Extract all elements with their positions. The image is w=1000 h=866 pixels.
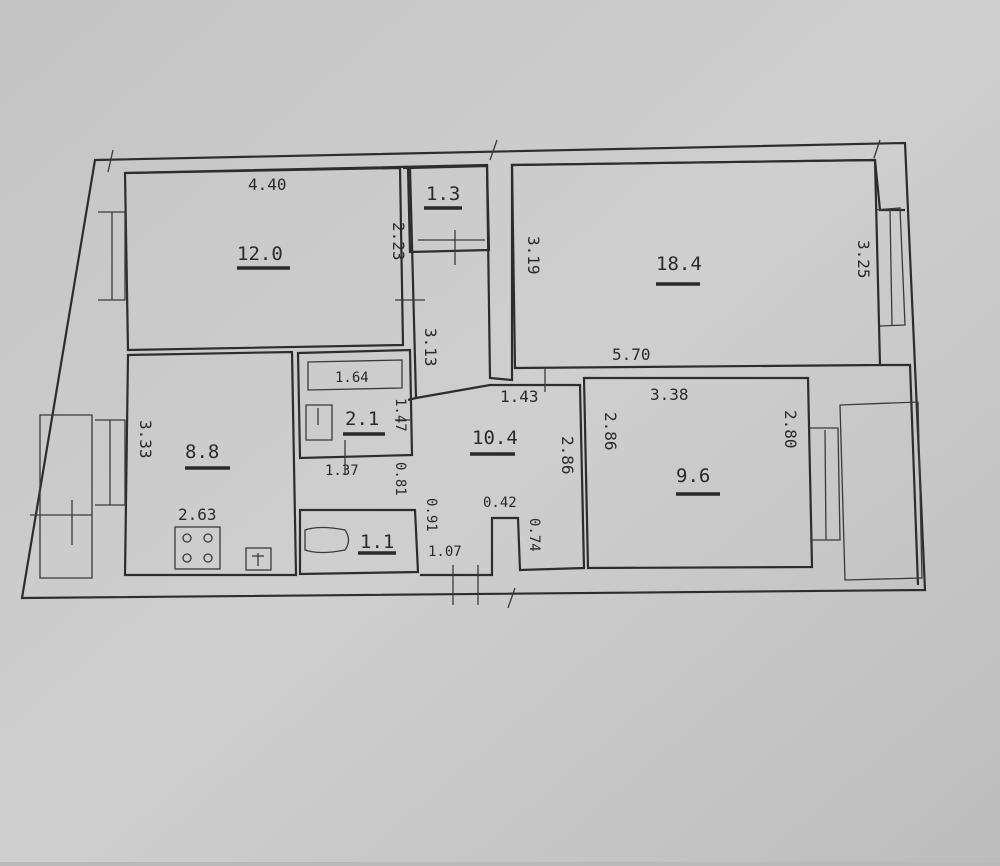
room-kitchen [30, 350, 298, 579]
label-bathroom-height: 1.47 [392, 398, 408, 432]
room-toilet [298, 508, 420, 576]
label-top-left-area: 12.0 [237, 243, 283, 265]
label-bathroom-area: 2.1 [345, 408, 379, 430]
label-kitchen-width: 2.63 [178, 505, 217, 524]
label-toilet-width: 1.07 [428, 544, 462, 560]
stove-icon [174, 526, 221, 570]
labels: 4.40 12.0 2.23 1.3 18.4 3.19 3.25 5.70 8… [136, 175, 873, 560]
label-kitchen-height: 3.33 [136, 420, 155, 459]
label-large-width: 5.70 [612, 345, 651, 364]
label-hall-area: 10.4 [472, 427, 518, 449]
corner-ticks [107, 139, 881, 609]
room-large [510, 158, 906, 370]
label-small-height-right: 2.80 [781, 410, 800, 449]
label-dim-d1: 0.81 [392, 462, 408, 496]
label-large-height-left: 3.19 [524, 236, 543, 275]
toilet-icon [304, 526, 350, 554]
room-bathroom [296, 348, 414, 475]
label-kitchen-area: 8.8 [185, 441, 219, 463]
label-corridor-vertical: 3.13 [421, 328, 440, 367]
label-hall-height: 2.86 [558, 436, 577, 475]
label-large-area: 18.4 [656, 253, 702, 275]
label-toilet-area: 1.1 [360, 531, 394, 553]
room-hall [415, 368, 586, 605]
label-bathroom-width: 1.37 [325, 463, 359, 479]
label-small-height-left: 2.86 [601, 412, 620, 451]
label-dim-d4: 0.74 [526, 518, 542, 552]
sink-icon [245, 547, 272, 571]
label-large-height-right: 3.25 [854, 240, 873, 279]
label-dim-d3: 0.42 [483, 495, 517, 511]
label-small-width: 3.38 [650, 385, 689, 404]
label-top-left-height: 2.23 [389, 222, 408, 261]
label-dim-d2: 0.91 [423, 498, 439, 532]
label-closet-area: 1.3 [426, 183, 460, 205]
label-small-area: 9.6 [676, 465, 710, 487]
room-top-left [98, 166, 405, 352]
closet [406, 164, 491, 265]
label-hall-width: 1.43 [500, 387, 539, 406]
label-top-left-width: 4.40 [248, 175, 287, 194]
label-corridor-narrow: 1.64 [335, 370, 369, 386]
room-small [582, 376, 923, 581]
